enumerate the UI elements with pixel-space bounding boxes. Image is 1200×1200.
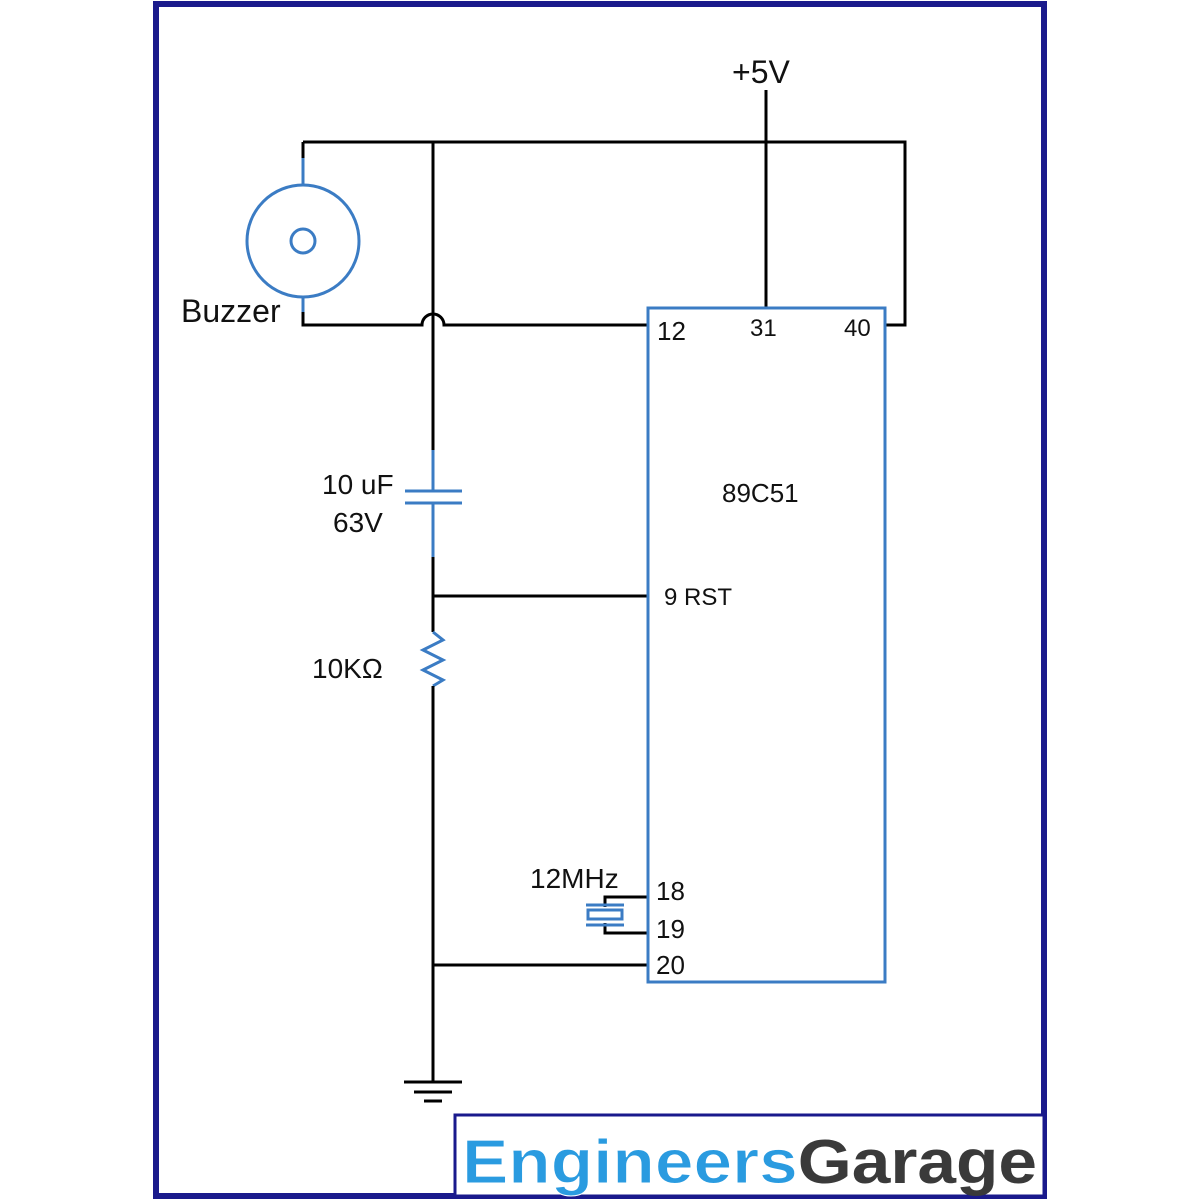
pin12-wire bbox=[301, 312, 648, 327]
capacitor-value: 10 uF bbox=[322, 469, 394, 500]
pin-18-label: 18 bbox=[656, 876, 685, 906]
pin-19-label: 19 bbox=[656, 914, 685, 944]
capacitor-symbol bbox=[405, 450, 462, 557]
brand-part1: Engineers bbox=[462, 1128, 798, 1197]
diagram-frame bbox=[153, 1, 1047, 1199]
buzzer-label: Buzzer bbox=[181, 293, 281, 329]
pin-20-label: 20 bbox=[656, 950, 685, 980]
supply-label: +5V bbox=[732, 54, 790, 90]
pin-31-label: 31 bbox=[750, 315, 777, 342]
resistor-value: 10KΩ bbox=[312, 653, 383, 684]
pin-40-label: 40 bbox=[844, 315, 871, 342]
brand-box bbox=[453, 1113, 1046, 1198]
top-rail-wire bbox=[303, 140, 907, 327]
resistor-symbol bbox=[419, 630, 447, 688]
ic-89c51 bbox=[646, 306, 887, 984]
capacitor-voltage: 63V bbox=[333, 507, 383, 538]
crystal-label: 12MHz bbox=[530, 863, 619, 894]
crystal-symbol bbox=[586, 895, 648, 935]
ic-name: 89C51 bbox=[722, 478, 799, 508]
pin-9-label: 9 RST bbox=[664, 584, 732, 611]
brand-part2: Garage bbox=[798, 1128, 1037, 1197]
pin-12-label: 12 bbox=[657, 316, 686, 346]
buzzer-symbol bbox=[245, 158, 361, 312]
ground-icon bbox=[404, 1080, 462, 1103]
